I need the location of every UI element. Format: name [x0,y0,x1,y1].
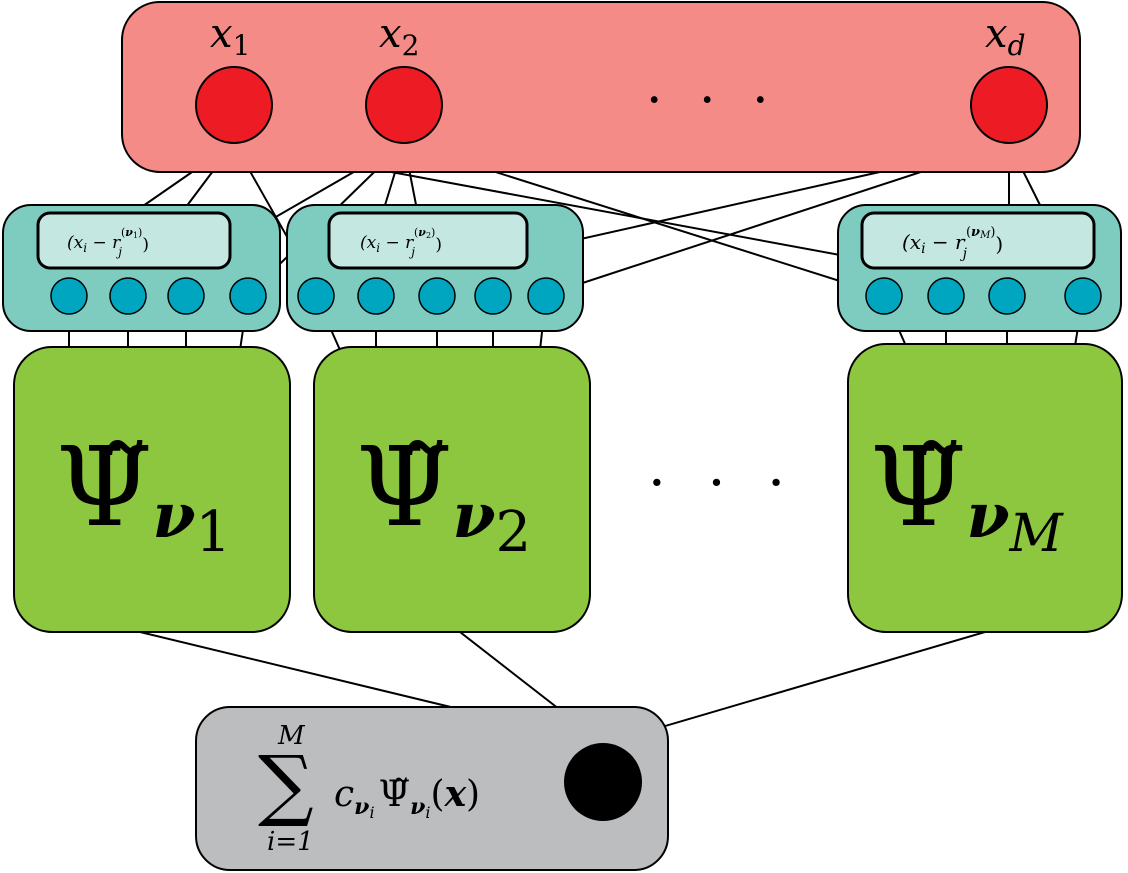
input-label-base: x [985,11,1008,57]
input-label-sub: d [1008,29,1026,62]
input-node-x2: x2 [365,11,443,144]
shift-expression-box [327,211,529,270]
shift-block-1: (xi − rj(ν1)) [2,204,281,332]
svg-text:xd: xd [985,11,1026,62]
shift-expression-box [36,211,232,270]
shift-expression: (xi − rj(νM)) [902,225,1003,262]
svg-text:Ψ̃ν1: Ψ̃ν1 [56,423,231,565]
basis-nu: ν [966,479,1009,552]
basis-block-m: Ψ̃νM [847,343,1123,633]
input-node-xd: xd [970,11,1048,144]
basis-sub: 1 [196,500,232,565]
basis-psi: Ψ̃ [356,423,452,551]
output-node [564,743,642,821]
shift-expression-box [860,211,1096,270]
input-label-base: x [210,11,233,57]
basis-sub: 2 [496,500,532,565]
shift-expression: (xi − rj(ν2)) [360,226,442,259]
basis-psi: Ψ̃ [870,423,966,551]
basis-block-2: Ψ̃ν2 [313,346,591,633]
svg-text:Ψ̃ν2: Ψ̃ν2 [356,423,531,565]
input-label-sub: 1 [233,29,251,62]
svg-text:x1: x1 [210,11,250,62]
input-node-x1: x1 [195,11,273,144]
sum-symbol: ∑ [258,740,314,830]
basis-nu: ν [452,479,495,552]
basis-block-1: Ψ̃ν1 [13,346,291,633]
basis-psi: Ψ̃ [56,423,152,551]
basis-nu: ν [152,479,195,552]
sum-upper: M [277,721,306,751]
shift-block-m: (xi − rj(νM)) [837,204,1122,332]
input-label-sub: 2 [402,29,420,62]
basis-ellipsis: · · · [648,451,797,516]
input-layer-band [121,1,1081,173]
svg-text:Ψ̃νM: Ψ̃νM [870,423,1065,564]
input-label-base: x [379,11,402,57]
shift-nodes [865,277,1102,315]
shift-expression: (xi − rj(ν1)) [67,226,149,259]
shift-nodes [50,277,267,315]
svg-text:x2: x2 [379,11,419,62]
sum-lower: i=1 [267,827,314,857]
input-ellipsis: · · · [646,71,779,131]
shift-block-2: (xi − rj(ν2)) [286,204,584,332]
shift-nodes [297,277,565,315]
basis-sub: M [1009,504,1065,564]
